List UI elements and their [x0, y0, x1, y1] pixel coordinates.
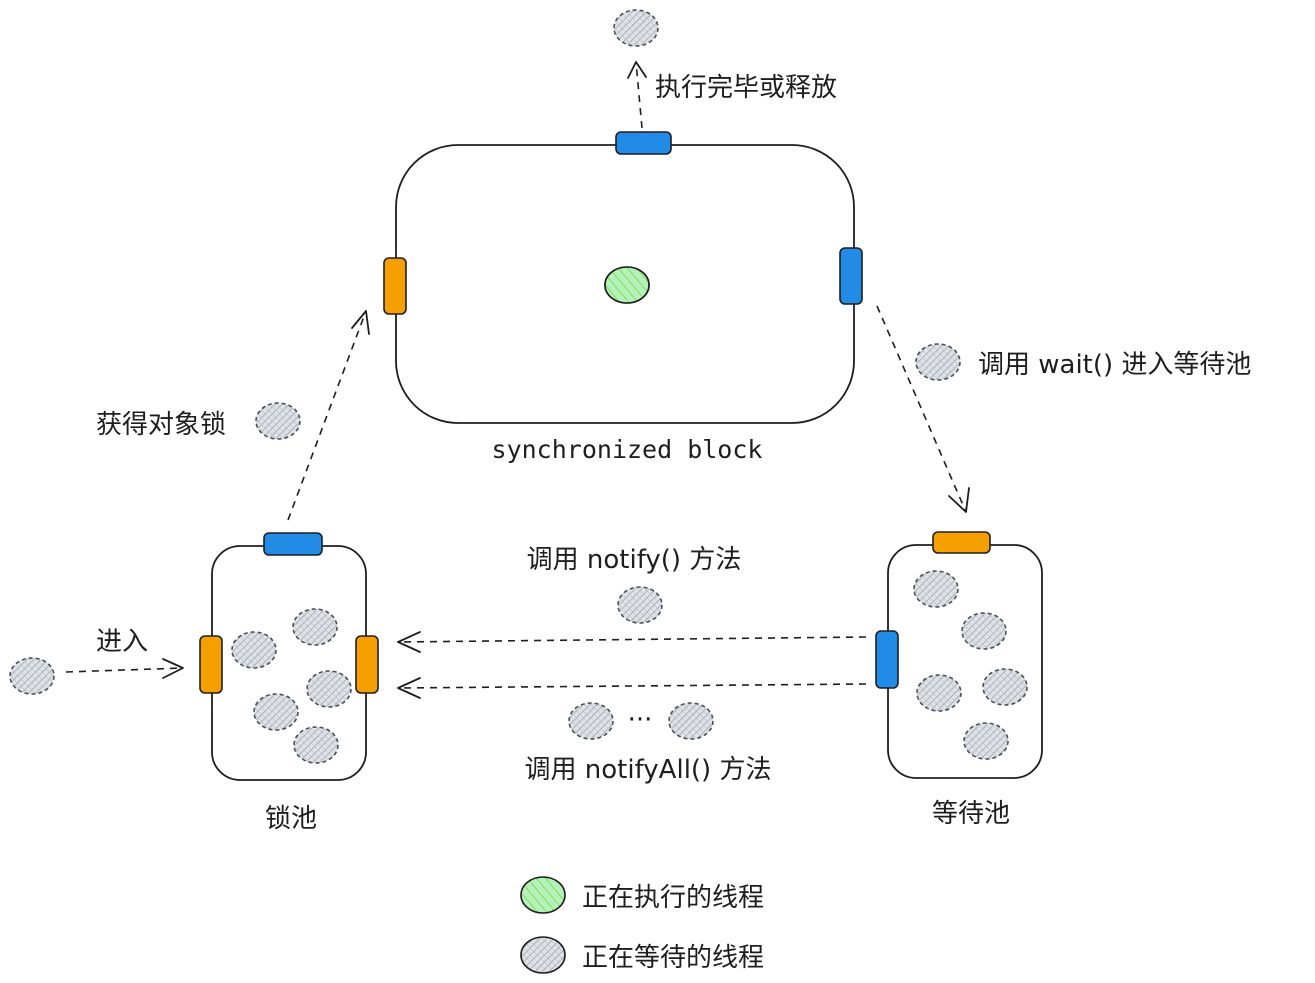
enter-label: 进入: [96, 627, 148, 657]
enter-arrow: [65, 667, 184, 673]
notify-arrow: [397, 636, 867, 643]
lock-pool: [199, 532, 379, 781]
wait-pool-thread: [916, 674, 962, 712]
notified-thread: [617, 586, 663, 624]
lock-pool-thread: [231, 631, 277, 669]
sync-block-label: synchronized block: [492, 435, 763, 464]
wait-pool-threads: [913, 570, 1028, 760]
legend-running-label: 正在执行的线程: [582, 883, 764, 913]
acquiring-thread: [255, 402, 301, 440]
incoming-thread: [9, 657, 55, 695]
legend-running-swatch: [520, 876, 566, 914]
synchronized-block: [383, 131, 863, 424]
acquire-arrow: [287, 310, 367, 521]
acquire-label: 获得对象锁: [96, 410, 226, 440]
wait-pool-port-left: [875, 630, 899, 689]
lock-pool-thread: [292, 608, 338, 646]
wait-pool-thread: [961, 612, 1007, 650]
wait-label: 调用 wait() 进入等待池: [978, 350, 1251, 380]
waiting-thread-to-pool: [915, 343, 961, 381]
wait-arrow: [876, 305, 967, 513]
lock-pool-threads: [231, 608, 352, 764]
sync-port-right: [839, 247, 863, 305]
lock-pool-thread: [253, 693, 299, 731]
lock-pool-thread: [306, 670, 352, 708]
legend: 正在执行的线程 正在等待的线程: [520, 876, 764, 974]
wait-pool-thread: [982, 668, 1028, 706]
wait-pool-port-top: [932, 531, 991, 554]
notified-all-thread-2: [668, 702, 714, 740]
lock-pool-label: 锁池: [265, 804, 317, 834]
notified-all-thread-1: [568, 702, 614, 740]
wait-pool-thread: [913, 570, 959, 608]
release-arrow: [635, 61, 643, 129]
wait-pool: [875, 531, 1043, 779]
legend-waiting-label: 正在等待的线程: [582, 943, 764, 973]
release-label: 执行完毕或释放: [655, 73, 837, 103]
lock-pool-port-right: [355, 635, 379, 694]
lock-pool-port-top: [263, 532, 323, 556]
wait-pool-thread: [963, 722, 1009, 760]
lock-pool-port-left: [199, 635, 223, 694]
notify-all-label: 调用 notifyAll() 方法: [525, 755, 772, 785]
sync-port-top: [615, 131, 672, 155]
notify-all-ellipsis: ···: [628, 705, 653, 735]
notify-all-arrow: [397, 683, 867, 689]
sync-port-left: [383, 257, 407, 315]
legend-waiting-swatch: [520, 936, 566, 974]
lock-pool-thread: [293, 726, 339, 764]
released-thread: [613, 9, 659, 47]
notify-label: 调用 notify() 方法: [527, 545, 742, 575]
wait-pool-label: 等待池: [932, 799, 1010, 829]
